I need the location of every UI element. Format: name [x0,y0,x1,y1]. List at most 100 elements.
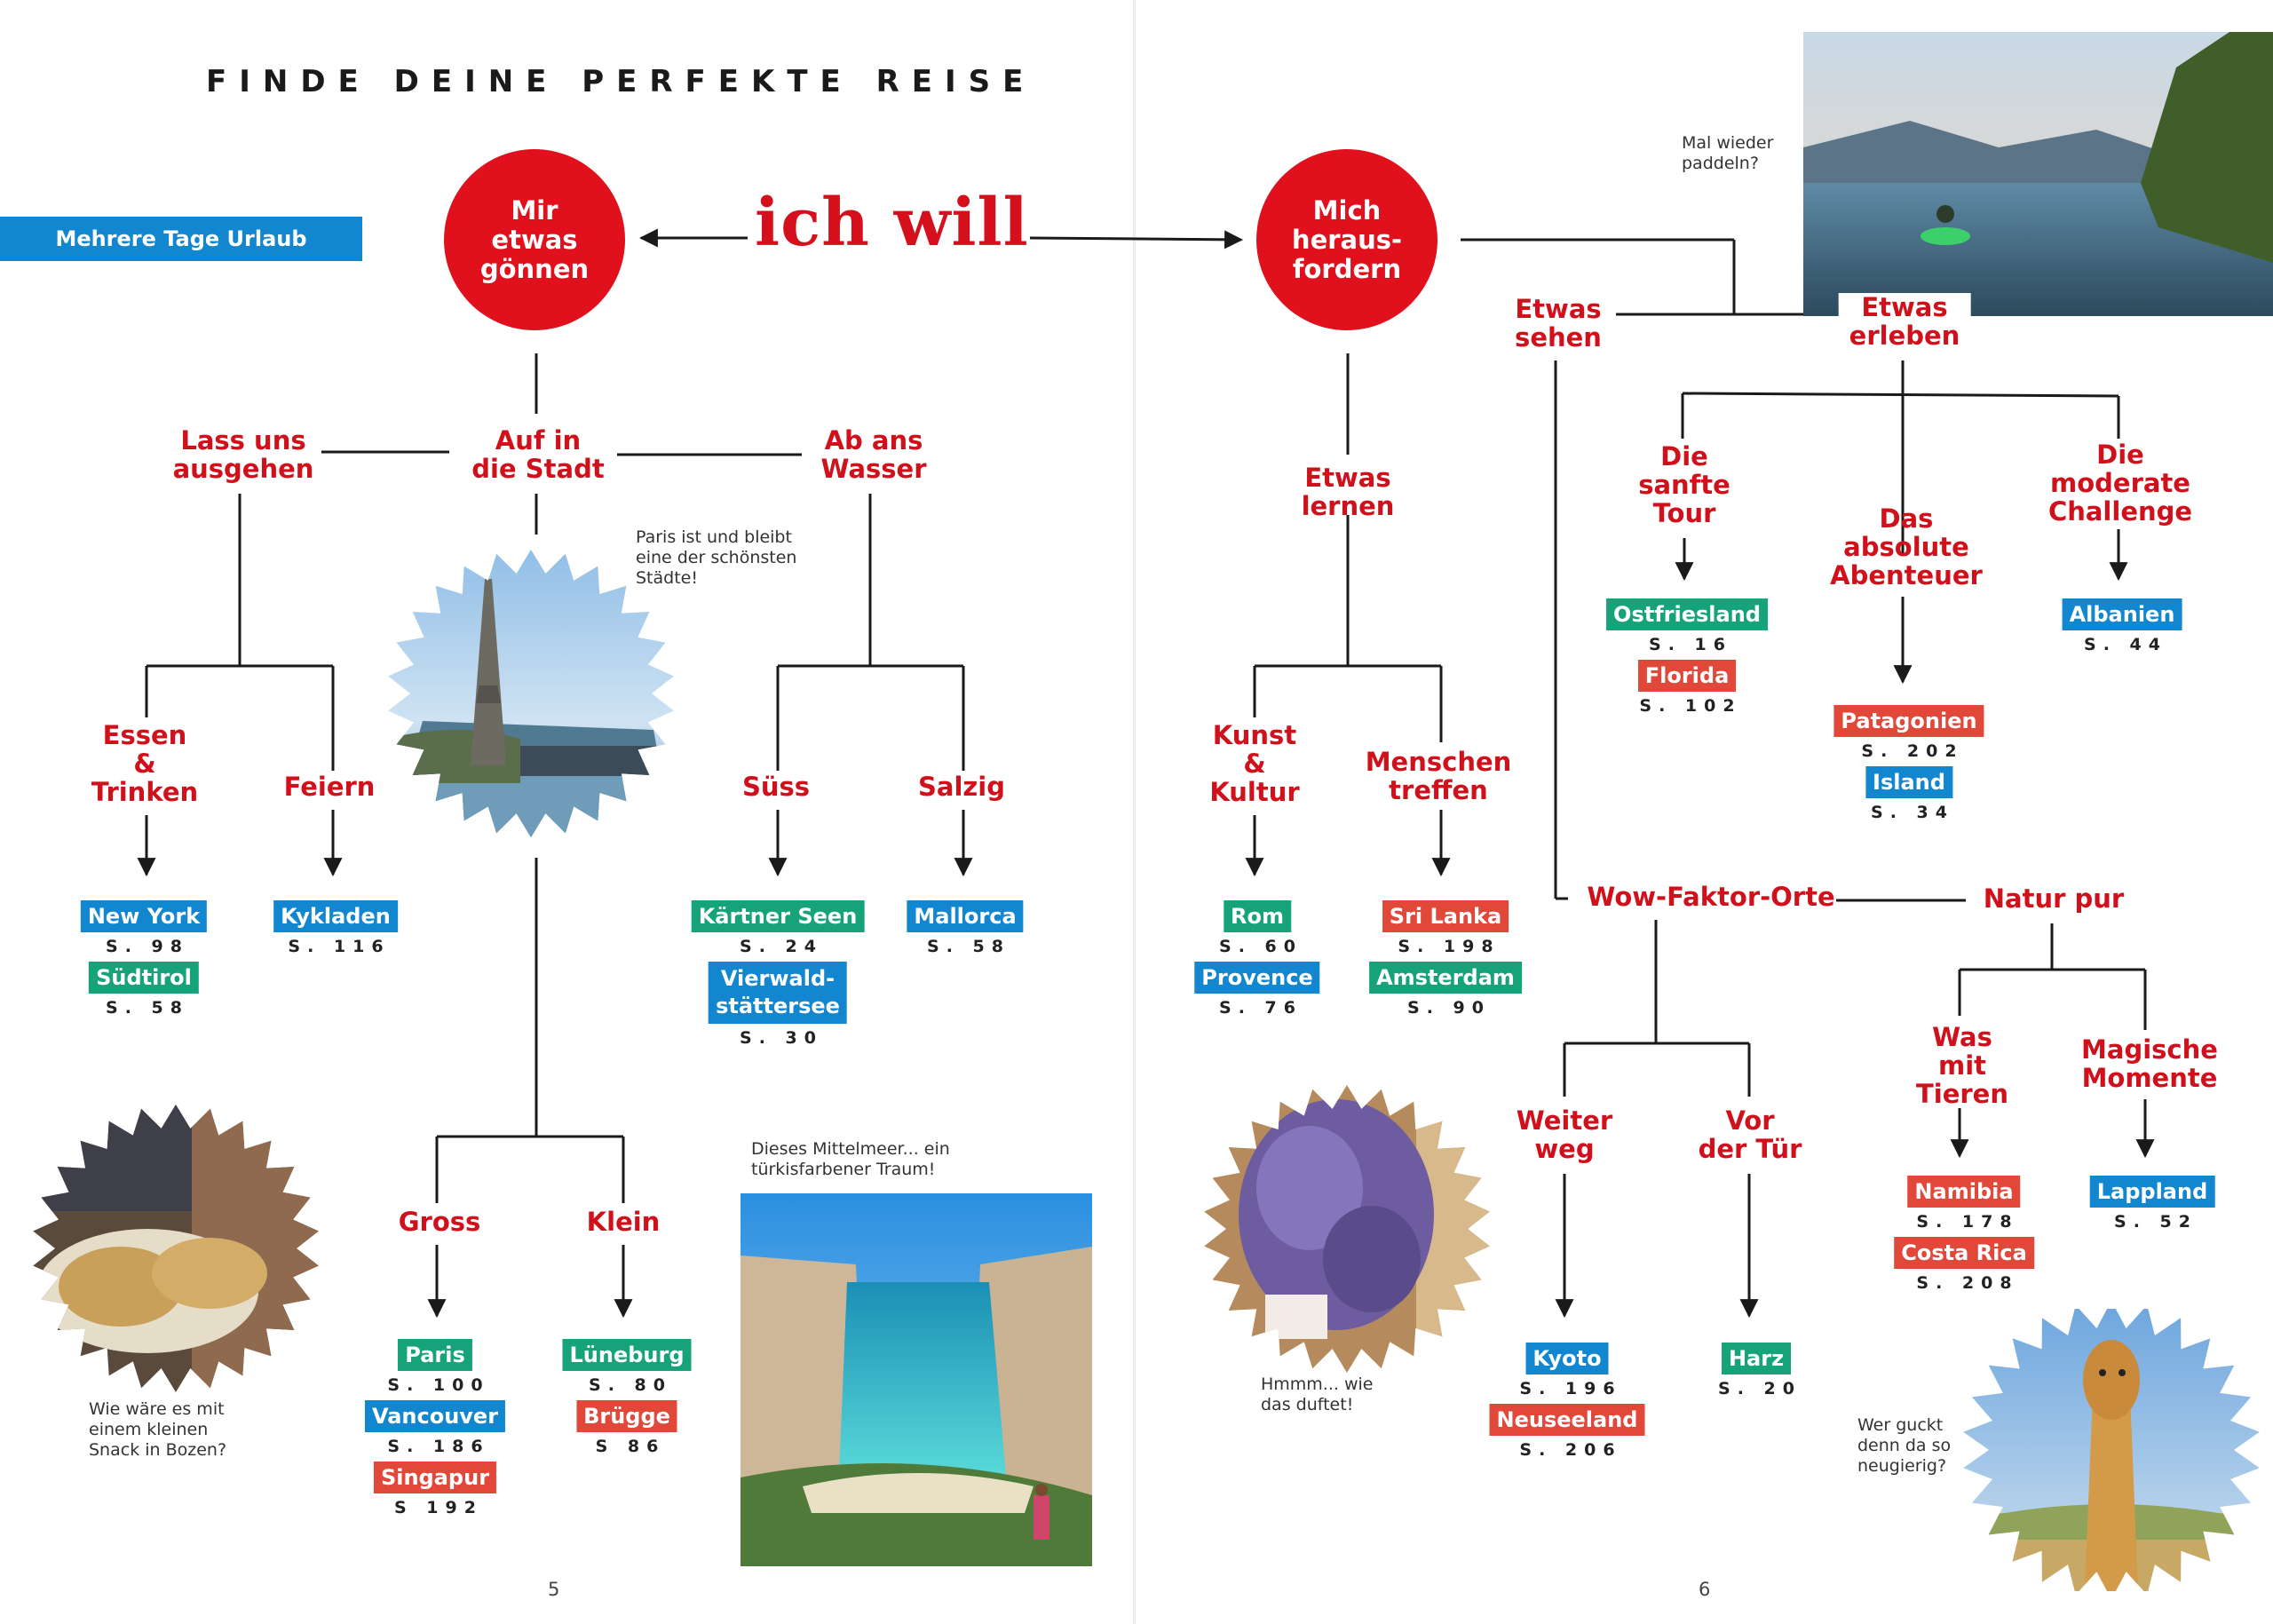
book-gutter [1133,0,1136,1624]
page-ref: S. 196 [1519,1379,1622,1398]
destination-tag[interactable]: Sri Lanka [1382,900,1509,932]
node-ab-ans-wasser: Ab ans Wasser [820,425,927,484]
destination-group-gross: Paris S. 100 Vancouver S. 186 Singapur S… [364,1339,506,1523]
page-ref: S. 44 [2084,635,2167,654]
node-etwas-lernen: Etwas lernen [1301,463,1395,521]
destination-tag[interactable]: Namibia [1907,1176,2021,1208]
destination-tag[interactable]: Singapur [373,1462,497,1493]
node-gross: Gross [398,1207,481,1237]
node-die-sanfte-tour: Die sanfte Tour [1638,441,1730,528]
caption-snack: Wie wäre es mit einem kleinen Snack in B… [89,1399,227,1460]
page-ref: S. 52 [2114,1212,2198,1232]
destination-group-essen: New York S. 98 Südtirol S. 58 [80,900,208,1023]
page-ref: S. 76 [1219,998,1303,1018]
destination-tag[interactable]: Rom [1224,900,1291,932]
eiffel-tower-photo [388,550,674,837]
destination-tag[interactable]: Ostfriesland [1606,598,1768,630]
destination-tag[interactable]: Brügge [576,1400,677,1432]
legend-several-days-label: Mehrere Tage Urlaub [55,226,307,251]
destination-tag[interactable]: Vancouver [364,1400,506,1432]
destination-group-abenteuer: Patagonien S. 202 Island S. 34 [1833,705,1984,828]
pastry-snack-photo [33,1105,319,1392]
mallorca-bay-photo [741,1193,1092,1566]
node-wow-faktor-orte: Wow-Faktor-Orte [1587,882,1835,912]
page-ref: S. 202 [1861,741,1964,761]
page-title: FINDE DEINE PERFEKTE REISE [206,64,1036,99]
caption-duftet: Hmmm... wie das duftet! [1261,1374,1374,1414]
destination-tag[interactable]: Kärtner Seen [691,900,865,932]
circle-mir-etwas-goennen: Mir etwas gönnen [444,149,625,330]
destination-tag[interactable]: Neuseeland [1489,1404,1645,1436]
node-die-moderate-challenge: Die moderate Challenge [2047,440,2193,527]
node-vor-der-tuer: Vor der Tür [1698,1105,1802,1164]
node-salzig: Salzig [918,772,1005,802]
page-ref: S. 34 [1871,803,1954,822]
page-ref: S. 186 [387,1437,490,1456]
node-auf-in-die-stadt: Auf in die Stadt [471,425,605,484]
page-number-left: 5 [548,1579,560,1600]
page-number-right: 6 [1699,1579,1711,1600]
destination-tag[interactable]: Kyoto [1525,1343,1609,1374]
destination-tag[interactable]: Lappland [2089,1176,2215,1208]
destination-group-challenge: Albanien S. 44 [2062,598,2182,660]
node-lass-uns-ausgehen: Lass uns ausgehen [172,425,314,484]
page-ref: S. 80 [589,1375,672,1395]
destination-tag[interactable]: Florida [1637,660,1737,692]
destination-group-salzig: Mallorca S. 58 [907,900,1024,962]
kayak-lake-photo [1803,32,2273,316]
destination-tag[interactable]: Patagonien [1833,705,1984,737]
page-ref: S. 98 [106,937,189,956]
page-ref: S. 90 [1407,998,1491,1018]
destination-tag[interactable]: Harz [1721,1343,1792,1374]
destination-tag[interactable]: Albanien [2062,598,2182,630]
ich-will-heading: ich will [755,185,1029,261]
node-essen-trinken: Essen & Trinken [91,720,199,807]
page-ref: S. 24 [740,937,823,956]
circle-mich-herausfordern: Mich heraus- fordern [1256,149,1437,330]
destination-tag[interactable]: Paris [398,1339,472,1371]
page-ref: S 86 [595,1437,666,1456]
node-kunst-kultur: Kunst & Kultur [1209,720,1300,807]
legend-long-break: Längere Auszeit [0,271,362,315]
page-ref: S. 178 [1916,1212,2019,1232]
caption-paris: Paris ist und bleibt eine der schönsten … [636,527,797,588]
page-ref: S. 116 [288,937,391,956]
page-ref: S. 100 [387,1375,490,1395]
destination-tag[interactable]: Provence [1194,962,1320,994]
destination-tag[interactable]: New York [80,900,208,932]
destination-group-klein: Lüneburg S. 80 Brügge S 86 [562,1339,692,1462]
node-magische-momente: Magische Momente [2081,1034,2218,1093]
destination-tag[interactable]: Lüneburg [562,1339,692,1371]
page-ref: S. 102 [1639,696,1742,716]
destination-group-sanfte-tour: Ostfriesland S. 16 Florida S. 102 [1606,598,1768,721]
node-natur-pur: Natur pur [1983,883,2125,914]
page-ref: S 192 [394,1498,483,1517]
destination-tag[interactable]: Vierwald- stättersee [709,962,847,1024]
page-ref: S. 206 [1519,1440,1622,1460]
destination-tag[interactable]: Kykladen [273,900,398,932]
caption-paddeln: Mal wieder paddeln? [1682,133,1774,173]
page-ref: S. 58 [106,998,189,1018]
legend-weekend: Perfekt für ein Wochenende [0,161,362,205]
node-menschen-treffen: Menschen treffen [1365,747,1512,805]
page-ref: S. 208 [1916,1273,2019,1293]
destination-tag[interactable]: Island [1865,766,1952,798]
destination-tag[interactable]: Costa Rica [1894,1237,2034,1269]
legend-weekend-label: Perfekt für ein Wochenende [12,170,350,195]
destination-group-menschen: Sri Lanka S. 198 Amsterdam S. 90 [1369,900,1522,1023]
destination-group-magische: Lappland S. 52 [2089,1176,2215,1237]
destination-tag[interactable]: Südtirol [89,962,199,994]
destination-group-suess: Kärtner Seen S. 24 Vierwald- stättersee … [691,900,865,1053]
giraffe-photo [1963,1309,2260,1591]
page-ref: S. 20 [1718,1379,1802,1398]
legend-long-break-label: Längere Auszeit [83,281,279,305]
destination-tag[interactable]: Amsterdam [1369,962,1522,994]
page-ref: S. 58 [927,937,1010,956]
caption-giraffe: Wer guckt denn da so neugierig? [1857,1415,1952,1476]
page-ref: S. 60 [1219,937,1303,956]
node-was-mit-tieren: Was mit Tieren [1915,1022,2009,1109]
destination-group-kunst: Rom S. 60 Provence S. 76 [1194,900,1320,1023]
page-ref: S. 30 [740,1028,823,1048]
destination-tag[interactable]: Mallorca [907,900,1024,932]
destination-group-vor-der-tuer: Harz S. 20 [1711,1343,1802,1404]
